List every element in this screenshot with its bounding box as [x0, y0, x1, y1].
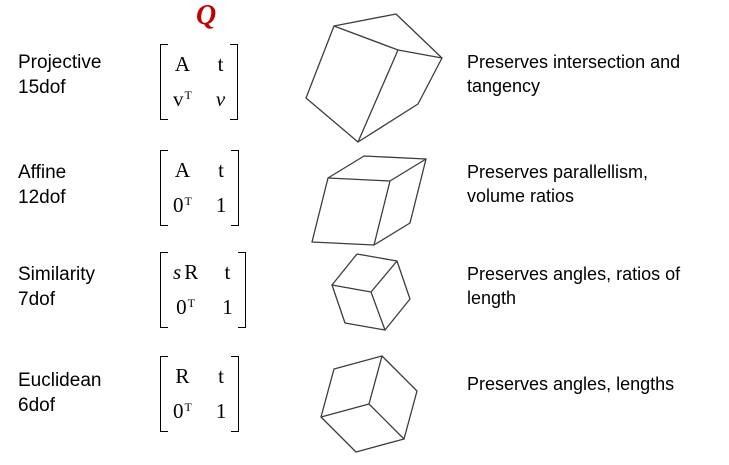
- transformation-name: Euclidean: [18, 370, 102, 391]
- matrix-entry: 0T: [176, 295, 195, 320]
- affine-matrix: A t 0T 1: [160, 150, 240, 226]
- matrix-entry: A: [174, 158, 190, 182]
- matrix-entry: t: [217, 52, 224, 76]
- matrix-entry: v: [215, 87, 226, 111]
- quadric-symbol: Q: [196, 0, 217, 31]
- transformation-dof: 6dof: [18, 395, 55, 416]
- matrix-grid: A t vT v: [173, 52, 225, 112]
- projective-distorted-hexahedron-icon: [305, 13, 443, 143]
- invariants-description: Preserves angles, ratios of length: [467, 264, 681, 308]
- row-projective-label: Projective 15dof: [18, 50, 101, 100]
- transformation-dof: 15dof: [18, 77, 66, 98]
- matrix-entry-base: 0: [173, 399, 184, 423]
- matrix-entry: t: [218, 158, 225, 182]
- matrix-entry-base: v: [173, 87, 184, 111]
- transpose-superscript: T: [187, 296, 196, 310]
- transformation-name: Similarity: [18, 264, 96, 285]
- transpose-superscript: T: [184, 88, 192, 102]
- matrix-entry: R: [175, 364, 190, 388]
- matrix-entry-base: R: [184, 260, 199, 284]
- transformation-name: Projective: [18, 52, 102, 73]
- matrix-entry: 1: [215, 399, 227, 423]
- matrix-entry-base: 0: [176, 295, 187, 319]
- row-euclidean-label: Euclidean 6dof: [18, 368, 101, 418]
- invariants-description: Preserves intersection and tangency: [467, 52, 681, 96]
- matrix-entry-base: 0: [173, 193, 184, 217]
- matrix-grid: A t 0T 1: [173, 158, 226, 218]
- transformation-dof: 12dof: [18, 187, 66, 208]
- transformation-name: Affine: [18, 162, 67, 183]
- matrix-entry: 1: [222, 295, 233, 319]
- euclidean-cube-icon: [320, 355, 418, 453]
- row-affine-label: Affine 12dof: [18, 160, 66, 210]
- euclidean-matrix: R t 0T 1: [160, 356, 240, 432]
- transformation-dof: 7dof: [18, 289, 55, 310]
- transpose-superscript: T: [184, 194, 192, 208]
- invariants-description: Preserves parallellism, volume ratios: [467, 162, 649, 206]
- similarity-rotated-cube-icon: [331, 253, 411, 331]
- matrix-grid: R t 0T 1: [173, 364, 226, 424]
- projective-matrix: A t vT v: [160, 44, 239, 120]
- matrix-entry: t: [218, 364, 225, 388]
- row-similarity-label: Similarity 7dof: [18, 262, 95, 312]
- matrix-entry: 0T: [173, 399, 192, 424]
- affine-parallelepiped-icon: [311, 155, 427, 246]
- matrix-entry: 1: [215, 193, 227, 217]
- matrix-entry: A: [174, 52, 190, 76]
- transpose-superscript: T: [184, 400, 192, 414]
- matrix-entry: t: [224, 260, 231, 284]
- matrix-entry: vT: [173, 87, 192, 112]
- invariants-description: Preserves angles, lengths: [467, 374, 675, 394]
- matrix-entry: 0T: [173, 193, 192, 218]
- scale-factor: s: [173, 260, 182, 284]
